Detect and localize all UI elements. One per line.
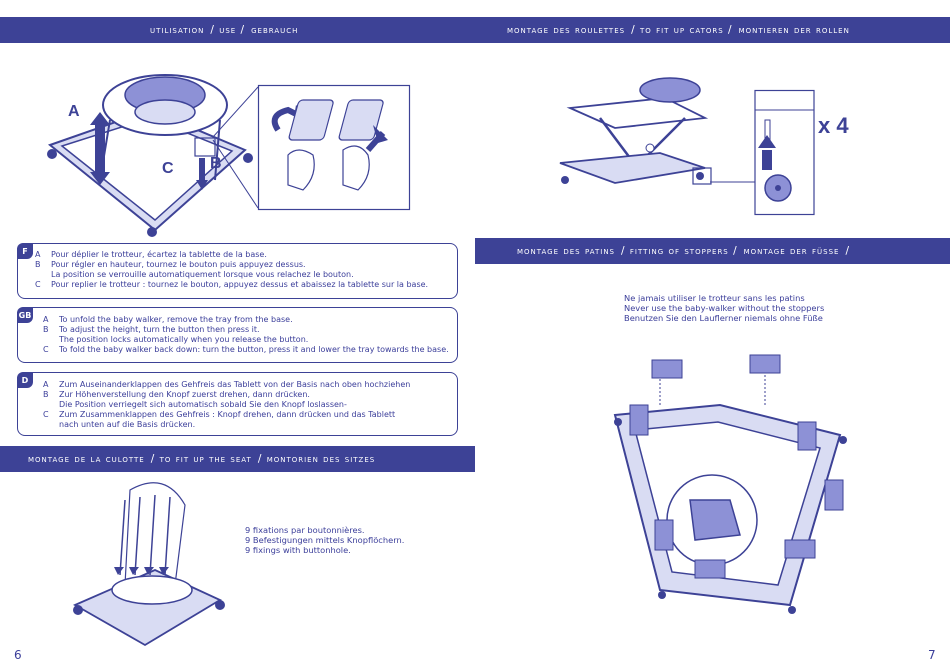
page-number-right: 7: [928, 648, 936, 662]
warning-de: Benutzen Sie den Lauflerner niemals ohne…: [624, 313, 823, 323]
header-use: utilisation / use / gebrauch: [0, 17, 475, 43]
lang-badge-gb: GB: [17, 307, 33, 323]
seat-note-fr: 9 fixations par boutonnières.: [245, 525, 365, 535]
button-zoom-illustration: [257, 84, 411, 211]
header-seat: montage de la culotte / to fit up the se…: [0, 446, 475, 472]
x4-label: x 4: [818, 113, 849, 138]
seat-note-de: 9 Befestigungen mittels Knopflöchern.: [245, 535, 405, 545]
label-c: C: [162, 160, 174, 177]
warning-fr: Ne jamais utiliser le trotteur sans les …: [624, 293, 805, 303]
seat-fitting-illustration: [72, 482, 225, 647]
castor-zoom-illustration: [710, 89, 815, 216]
warning-en: Never use the baby-walker without the st…: [624, 303, 825, 313]
walker-usage-illustration: [47, 74, 253, 237]
lang-badge-fr: F: [17, 243, 33, 259]
zoom-connector-line: [212, 86, 259, 209]
header-castors: montage des roulettes / to fit up cators…: [475, 17, 950, 43]
label-b: B: [210, 155, 222, 172]
lang-badge-de: D: [17, 372, 33, 388]
castor-walker-illustration: [559, 77, 712, 185]
seat-note-en: 9 fixings with buttonhole.: [245, 545, 351, 555]
header-stoppers: montage des patins / fitting of stoppers…: [475, 238, 950, 264]
stoppers-illustration: [613, 354, 847, 614]
label-a: A: [68, 103, 80, 120]
page-number-left: 6: [14, 648, 22, 662]
